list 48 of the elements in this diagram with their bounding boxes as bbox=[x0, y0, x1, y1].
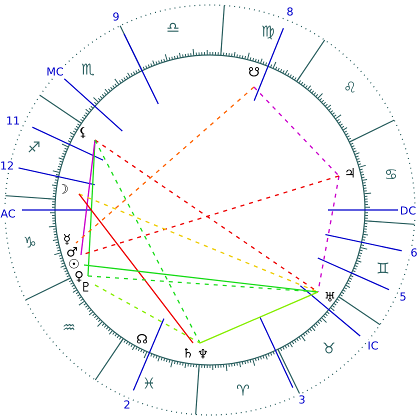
planet-glyph: ☊ bbox=[136, 334, 148, 346]
zodiac-sign-glyph: ♊ bbox=[376, 262, 390, 276]
house-label: 6 bbox=[410, 246, 418, 260]
aspect-line bbox=[76, 86, 254, 244]
planet-glyph: ♆ bbox=[197, 348, 209, 362]
planet-glyph: ♄ bbox=[182, 348, 194, 360]
planet-glyph: ♀ bbox=[74, 270, 84, 284]
zodiac-sign-glyph: ♐ bbox=[27, 140, 41, 156]
house-label: 5 bbox=[398, 290, 408, 304]
aspect-line bbox=[78, 193, 318, 293]
house-label: DC bbox=[398, 204, 418, 218]
aspect-line bbox=[94, 140, 201, 344]
zodiac-sign-glyph: ♍ bbox=[261, 24, 275, 40]
zodiac-sign-glyph: ♓ bbox=[142, 376, 156, 392]
house-label: 2 bbox=[122, 398, 132, 412]
zodiac-sign-glyph: ♉ bbox=[322, 342, 336, 356]
planet-glyph: ☿ bbox=[63, 234, 71, 246]
aspect-line bbox=[317, 176, 340, 292]
aspect-line bbox=[200, 291, 318, 344]
aspect-line bbox=[94, 284, 200, 344]
planet-glyph: ⚸ bbox=[78, 126, 88, 140]
zodiac-sign-glyph: ♏ bbox=[81, 62, 95, 78]
house-label: 11 bbox=[5, 114, 21, 128]
zodiac-sign-glyph: ♈ bbox=[236, 384, 250, 398]
house-label: 12 bbox=[0, 160, 15, 172]
zodiac-sign-glyph: ♋ bbox=[384, 168, 398, 182]
house-label: AC bbox=[0, 208, 16, 220]
planet-glyph: ☋ bbox=[248, 66, 260, 80]
zodiac-sign-glyph: ♒ bbox=[62, 320, 76, 336]
aspect-line bbox=[80, 140, 96, 256]
planet-glyph: ♇ bbox=[80, 282, 92, 294]
zodiac-sign-glyph: ♌ bbox=[343, 80, 357, 96]
aspect-line bbox=[84, 264, 318, 293]
planet-glyph: ☉ bbox=[68, 258, 80, 272]
aspect-line bbox=[254, 86, 340, 176]
aspect-line bbox=[88, 275, 318, 293]
aspect-line bbox=[78, 194, 194, 344]
house-label: MC bbox=[45, 66, 65, 78]
planet-glyph: ♂ bbox=[66, 246, 78, 260]
house-label: 9 bbox=[112, 10, 120, 24]
planet-glyph: ♃ bbox=[344, 168, 356, 180]
house-label: IC bbox=[366, 340, 380, 352]
planet-glyph: ♅ bbox=[324, 292, 336, 304]
zodiac-sign-glyph: ♎ bbox=[166, 20, 180, 36]
house-label: 3 bbox=[298, 394, 306, 406]
zodiac-sign-glyph: ♑ bbox=[23, 236, 37, 250]
house-label: 8 bbox=[286, 6, 294, 18]
planet-glyph: ☽ bbox=[57, 184, 69, 196]
